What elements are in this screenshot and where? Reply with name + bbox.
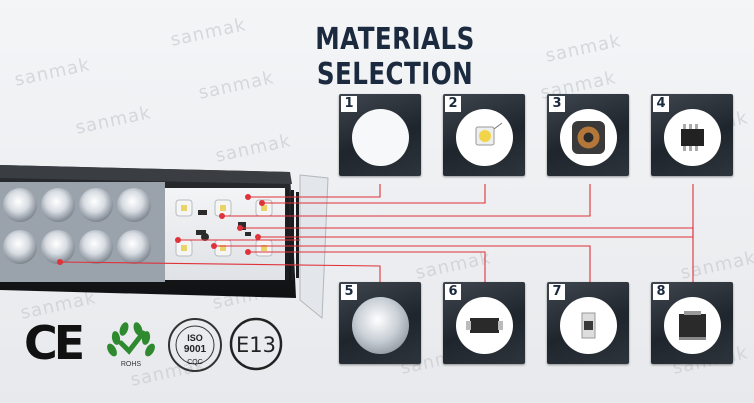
pcb-led-chips [181,205,267,251]
tile-number: 5 [341,284,357,300]
ic-chip-image [664,109,721,166]
inductor-image [560,109,617,166]
mosfet-icon [679,311,706,340]
iso-code: 9001 [184,344,207,355]
e13-mark: E13 [228,316,284,372]
iso-icon: ISO 9001 CQC [168,318,222,372]
e13-label: E13 [236,333,276,357]
tile-number: 3 [549,96,565,112]
iso-9001-logo: ISO 9001 CQC [166,316,224,374]
tile-number: 2 [445,96,461,112]
material-tile-8: 8 [651,282,733,364]
material-tile-4: 4 [651,94,733,176]
ce-mark: CE [24,316,85,370]
reflector-image [352,297,409,354]
material-tile-1: 1 [339,94,421,176]
rohs-icon: ROHS [107,322,155,368]
ic-chip-icon [681,124,704,151]
lens-disc [352,109,409,166]
resistor-image [560,297,617,354]
diode-icon [466,318,503,333]
inductor-icon [572,121,605,154]
rohs-logo: ROHS [102,316,160,374]
led-chip-image [456,109,513,166]
page-title: MATERIALS SELECTION [315,22,475,92]
tile-number: 4 [653,96,669,112]
e13-icon: E13 [229,317,283,371]
mosfet-image [664,297,721,354]
tile-number: 7 [549,284,565,300]
material-tile-3: 3 [547,94,629,176]
material-tile-5: 5 [339,282,421,364]
resistor-icon [581,312,596,339]
led-chip-icon [475,122,503,146]
tile-number: 8 [653,284,669,300]
cqc-label: CQC [187,359,203,366]
iso-label: ISO [187,333,203,343]
material-tile-7: 7 [547,282,629,364]
diode-image [456,297,513,354]
material-tile-2: 2 [443,94,525,176]
callout-lines [59,184,694,282]
reflector-cups [3,188,151,264]
tile-number: 6 [445,284,461,300]
tile-number: 1 [341,96,357,112]
rohs-label: ROHS [121,361,142,368]
callout-dots [57,194,265,265]
material-tile-6: 6 [443,282,525,364]
